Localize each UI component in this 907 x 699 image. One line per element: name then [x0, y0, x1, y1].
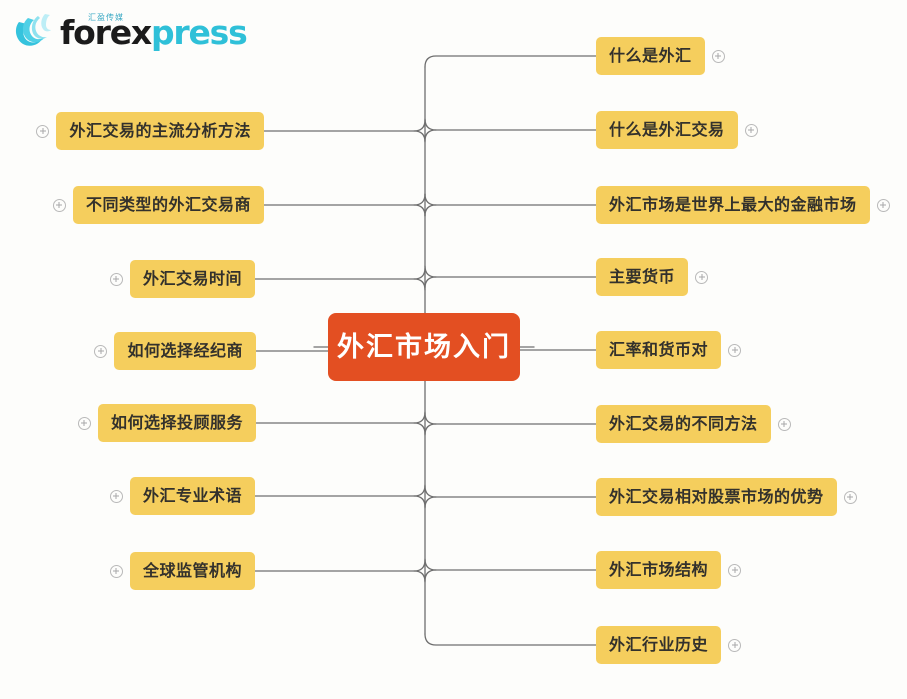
mindmap-node[interactable]: 如何选择经纪商 — [94, 332, 256, 370]
node-label: 外汇交易时间 — [142, 269, 242, 288]
mindmap-node[interactable]: 外汇交易的主流分析方法 — [36, 112, 264, 150]
plus-circle-icon[interactable] — [728, 343, 742, 357]
brand-wordmark: forexpress — [60, 12, 248, 52]
connector-path — [413, 193, 426, 206]
mindmap-node[interactable]: 主要货币 — [596, 258, 709, 296]
mindmap-node[interactable]: 外汇专业术语 — [109, 477, 255, 515]
brand-logo: forexpress 汇盈传媒 — [12, 8, 248, 56]
node-label: 主要货币 — [609, 267, 676, 286]
node-box[interactable]: 如何选择经纪商 — [114, 332, 256, 370]
connector-path — [424, 423, 597, 436]
node-box[interactable]: 外汇市场结构 — [596, 551, 722, 589]
connector-path — [424, 558, 437, 571]
node-box[interactable]: 主要货币 — [596, 258, 689, 296]
connector-path — [424, 193, 437, 206]
connector-path — [413, 559, 426, 572]
connector-path — [263, 204, 426, 217]
brand-word-dark: forex — [60, 12, 152, 52]
plus-circle-icon[interactable] — [711, 49, 725, 63]
plus-circle-icon[interactable] — [109, 272, 123, 286]
node-box[interactable]: 汇率和货币对 — [596, 331, 722, 369]
node-label: 外汇专业术语 — [142, 486, 242, 505]
plus-circle-icon[interactable] — [843, 490, 857, 504]
plus-circle-icon[interactable] — [109, 489, 123, 503]
node-label: 汇率和货币对 — [609, 340, 709, 359]
mindmap-node[interactable]: 什么是外汇交易 — [596, 111, 758, 149]
wave-swirl-icon — [12, 12, 56, 52]
connector-path — [413, 484, 426, 497]
plus-circle-icon[interactable] — [36, 124, 50, 138]
node-label: 如何选择投顾服务 — [110, 413, 243, 432]
connector-path — [254, 495, 426, 508]
connector-path — [424, 633, 597, 646]
node-label: 如何选择经纪商 — [127, 341, 243, 360]
plus-circle-icon[interactable] — [109, 564, 123, 578]
node-box[interactable]: 外汇交易时间 — [129, 260, 255, 298]
node-box[interactable]: 外汇专业术语 — [129, 477, 255, 515]
mindmap-node[interactable]: 外汇市场结构 — [596, 551, 742, 589]
mindmap-node[interactable]: 全球监管机构 — [109, 552, 255, 590]
node-box[interactable]: 外汇行业历史 — [596, 626, 722, 664]
mindmap-node[interactable]: 汇率和货币对 — [596, 331, 742, 369]
central-topic-label: 外汇市场入门 — [337, 331, 511, 363]
mindmap-node[interactable]: 如何选择投顾服务 — [77, 404, 256, 442]
plus-circle-icon[interactable] — [728, 638, 742, 652]
node-box[interactable]: 如何选择投顾服务 — [97, 404, 256, 442]
brand-word-accent: press — [150, 12, 248, 52]
node-label: 外汇行业历史 — [609, 635, 709, 654]
node-box[interactable]: 什么是外汇 — [596, 37, 705, 75]
node-label: 全球监管机构 — [142, 561, 242, 580]
mindmap-node[interactable]: 外汇市场是世界上最大的金融市场 — [596, 186, 890, 224]
plus-circle-icon[interactable] — [744, 123, 758, 137]
mindmap-node[interactable]: 外汇交易时间 — [109, 260, 255, 298]
connector-path — [254, 570, 426, 583]
plus-circle-icon[interactable] — [52, 198, 66, 212]
node-label: 外汇交易的不同方法 — [609, 414, 758, 433]
node-box[interactable]: 不同类型的外汇交易商 — [72, 186, 264, 224]
plus-circle-icon[interactable] — [728, 563, 742, 577]
node-box[interactable]: 外汇市场是世界上最大的金融市场 — [596, 186, 870, 224]
mindmap-node[interactable]: 什么是外汇 — [596, 37, 725, 75]
central-topic-node[interactable]: 外汇市场入门 — [328, 313, 520, 381]
plus-circle-icon[interactable] — [695, 270, 709, 284]
plus-circle-icon[interactable] — [777, 417, 791, 431]
connector-path — [413, 119, 426, 132]
node-label: 外汇交易相对股票市场的优势 — [609, 487, 824, 506]
connector-path — [424, 118, 437, 131]
node-label: 不同类型的外汇交易商 — [85, 195, 251, 214]
connector-path — [424, 496, 597, 509]
connector-path — [424, 412, 437, 425]
brand-chinese-tagline: 汇盈传媒 — [88, 13, 124, 22]
connector-path — [424, 204, 597, 217]
connector-path — [254, 278, 426, 291]
plus-circle-icon[interactable] — [876, 198, 890, 212]
connector-path — [255, 422, 426, 435]
connector-path — [413, 411, 426, 424]
connector-path — [413, 267, 426, 280]
node-label: 外汇市场结构 — [609, 560, 709, 579]
node-box[interactable]: 全球监管机构 — [129, 552, 255, 590]
connector-path — [263, 130, 426, 143]
connector-path — [424, 276, 597, 289]
connector-path — [424, 55, 597, 68]
node-label: 什么是外汇交易 — [609, 120, 725, 139]
node-box[interactable]: 外汇交易相对股票市场的优势 — [596, 478, 837, 516]
node-label: 外汇交易的主流分析方法 — [69, 121, 251, 140]
mindmap-node[interactable]: 外汇行业历史 — [596, 626, 742, 664]
plus-circle-icon[interactable] — [94, 344, 108, 358]
connector-path — [424, 485, 437, 498]
node-box[interactable]: 什么是外汇交易 — [596, 111, 738, 149]
connector-path — [424, 129, 597, 142]
mindmap-node[interactable]: 外汇交易的不同方法 — [596, 405, 791, 443]
node-label: 什么是外汇 — [609, 46, 692, 65]
connector-path — [424, 265, 437, 278]
node-box[interactable]: 外汇交易的不同方法 — [596, 405, 771, 443]
node-box[interactable]: 外汇交易的主流分析方法 — [56, 112, 264, 150]
connector-path — [424, 569, 597, 582]
mindmap-node[interactable]: 外汇交易相对股票市场的优势 — [596, 478, 857, 516]
plus-circle-icon[interactable] — [77, 416, 91, 430]
mindmap-node[interactable]: 不同类型的外汇交易商 — [52, 186, 264, 224]
node-label: 外汇市场是世界上最大的金融市场 — [609, 195, 857, 214]
